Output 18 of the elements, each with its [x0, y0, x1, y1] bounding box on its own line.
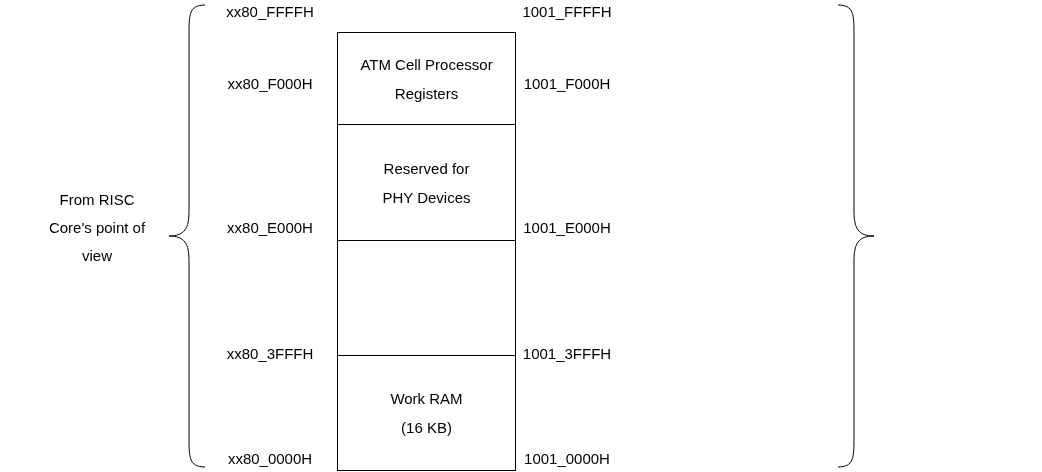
region-label: Reserved for PHY Devices [381, 158, 472, 208]
region-label: Work RAM (16 KB) [389, 389, 464, 438]
address-label: xx80_3FFFH [226, 344, 314, 364]
view-note: From RISC Core's point of view [47, 190, 147, 266]
address-label: 1001_E000H [523, 218, 611, 238]
memory-region [337, 124, 516, 241]
memory-region [337, 355, 516, 471]
address-label: xx80_FFFFH [226, 2, 314, 22]
address-label: 1001_0000H [524, 449, 610, 469]
memory-region [337, 32, 516, 125]
address-label: xx80_E000H [227, 218, 313, 238]
region-label: ATM Cell Processor Registers [359, 54, 494, 104]
address-label: 1001_FFFFH [522, 2, 612, 22]
memory-region [337, 240, 516, 356]
address-label: xx80_0000H [227, 449, 313, 469]
address-label: 1001_F000H [523, 74, 611, 94]
address-label: 1001_3FFFH [522, 344, 612, 364]
address-label: xx80_F000H [227, 74, 313, 94]
